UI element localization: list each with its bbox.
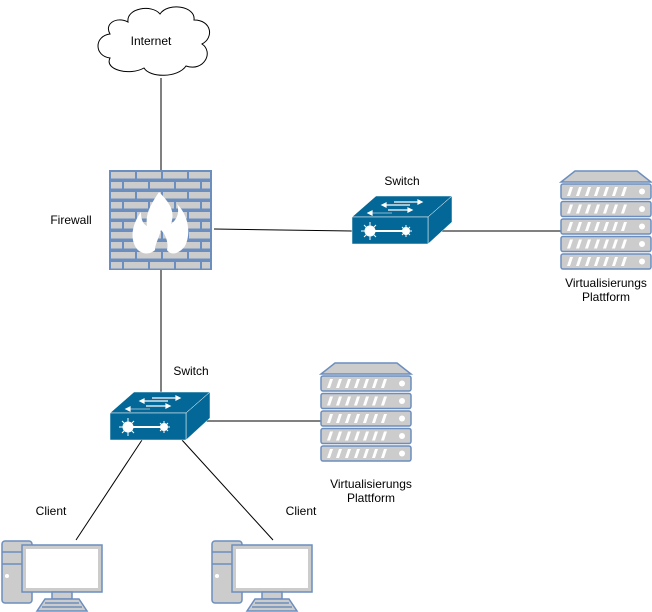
brick [163, 212, 187, 219]
keyboard [35, 598, 89, 612]
brick [124, 182, 148, 189]
server-top-label: Virtualisierungs Plattform [546, 276, 652, 304]
server-bottom-label-line1: Virtualisierungs [330, 477, 412, 491]
server-top-cap [558, 170, 652, 183]
flame-icon [132, 192, 189, 254]
brick [111, 252, 135, 259]
server-top-icon[interactable] [558, 170, 652, 270]
brick [124, 262, 148, 269]
internet-label: Internet [130, 34, 172, 48]
brick [111, 262, 122, 269]
server-top-label-line2: Plattform [581, 290, 630, 304]
client-left-label: Client [35, 504, 67, 518]
firewall-icon[interactable] [109, 170, 212, 270]
edge-firewall-switch-top[interactable] [213, 228, 353, 232]
firewall-label: Firewall [50, 213, 92, 227]
brick [189, 192, 210, 199]
brick [137, 192, 161, 199]
star-icon [119, 418, 170, 436]
switch-top-icon[interactable] [351, 195, 453, 245]
brick [176, 222, 200, 229]
brick [150, 262, 174, 269]
brick [202, 242, 210, 249]
connections [75, 78, 562, 541]
edge-switch-bottom-client-left[interactable] [75, 439, 143, 541]
brick [111, 232, 135, 239]
server-top-label-line1: Virtualisierungs [565, 276, 647, 290]
brick [111, 182, 122, 189]
brick [202, 262, 210, 269]
server-bottom-label: Virtualisierungs Plattform [311, 477, 431, 505]
brick [202, 202, 210, 209]
client-left-icon[interactable] [1, 540, 103, 612]
brick [176, 242, 200, 249]
brick [189, 232, 210, 239]
brick [189, 252, 210, 259]
edge-switch-bottom-client-right[interactable] [181, 439, 274, 541]
brick [137, 252, 161, 259]
brick [202, 182, 210, 189]
brick [163, 192, 187, 199]
brick [137, 172, 161, 179]
switch-bottom-label: Switch [173, 364, 209, 378]
client-right-icon[interactable] [211, 540, 313, 612]
brick [124, 202, 148, 209]
brick [111, 242, 122, 249]
brick [163, 252, 187, 259]
switch-top-label: Switch [384, 174, 420, 188]
server-top-cap [318, 362, 414, 375]
brick [111, 212, 135, 219]
switch-bottom-icon[interactable] [109, 391, 211, 441]
brick [163, 172, 187, 179]
brick [111, 172, 135, 179]
brick [176, 182, 200, 189]
brick [150, 242, 174, 249]
brick [189, 212, 210, 219]
brick [111, 222, 122, 229]
server-bottom-icon[interactable] [318, 362, 414, 462]
internet-cloud-icon[interactable] [97, 6, 210, 76]
brick [189, 172, 210, 179]
brick [202, 222, 210, 229]
keyboard [245, 598, 299, 612]
brick [111, 202, 122, 209]
brick [150, 182, 174, 189]
brick [111, 192, 135, 199]
client-right-label: Client [285, 504, 317, 518]
star-icon [361, 222, 412, 240]
brick [176, 202, 200, 209]
brick [176, 262, 200, 269]
server-bottom-label-line2: Plattform [346, 491, 395, 505]
